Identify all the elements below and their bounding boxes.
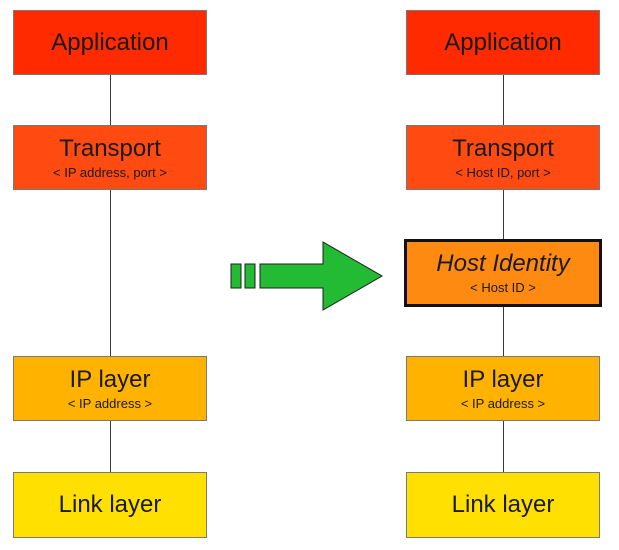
left-ip-title: IP layer: [69, 365, 151, 393]
left-link-layer: Link layer: [13, 472, 207, 538]
connector-right-app-transport: [503, 75, 504, 125]
connector-right-hip-ip: [503, 307, 504, 356]
green-right-arrow-icon: [230, 241, 384, 311]
connector-right-transport-hip: [503, 190, 504, 240]
connector-left-transport-ip: [110, 190, 111, 356]
left-ip-layer: IP layer < IP address >: [13, 356, 207, 421]
connector-right-ip-link: [503, 421, 504, 472]
left-transport-subtitle: < IP address, port >: [53, 164, 167, 180]
left-application-layer: Application: [13, 10, 207, 75]
left-ip-subtitle: < IP address >: [67, 395, 153, 411]
right-link-title: Link layer: [451, 491, 555, 518]
arrow-tail-bar-1: [230, 263, 242, 289]
host-identity-subtitle: < Host ID >: [470, 280, 536, 295]
right-transport-subtitle: < Host ID, port >: [455, 164, 551, 180]
arrow-body: [259, 241, 384, 311]
right-link-layer: Link layer: [406, 472, 600, 538]
left-transport-title: Transport: [59, 134, 161, 162]
right-host-identity-layer: Host Identity < Host ID >: [404, 239, 602, 307]
left-application-title: Application: [51, 28, 169, 56]
left-transport-layer: Transport < IP address, port >: [13, 125, 207, 190]
left-link-title: Link layer: [58, 491, 162, 518]
host-identity-title: Host Identity: [436, 250, 570, 277]
right-application-layer: Application: [406, 10, 600, 75]
right-ip-layer: IP layer < IP address >: [406, 356, 600, 421]
right-ip-title: IP layer: [462, 365, 544, 393]
right-transport-layer: Transport < Host ID, port >: [406, 125, 600, 190]
connector-left-app-transport: [110, 75, 111, 125]
arrow-tail-bar-2: [244, 263, 256, 289]
connector-left-ip-link: [110, 421, 111, 472]
right-application-title: Application: [444, 28, 562, 56]
right-ip-subtitle: < IP address >: [460, 395, 546, 411]
right-transport-title: Transport: [452, 134, 554, 162]
